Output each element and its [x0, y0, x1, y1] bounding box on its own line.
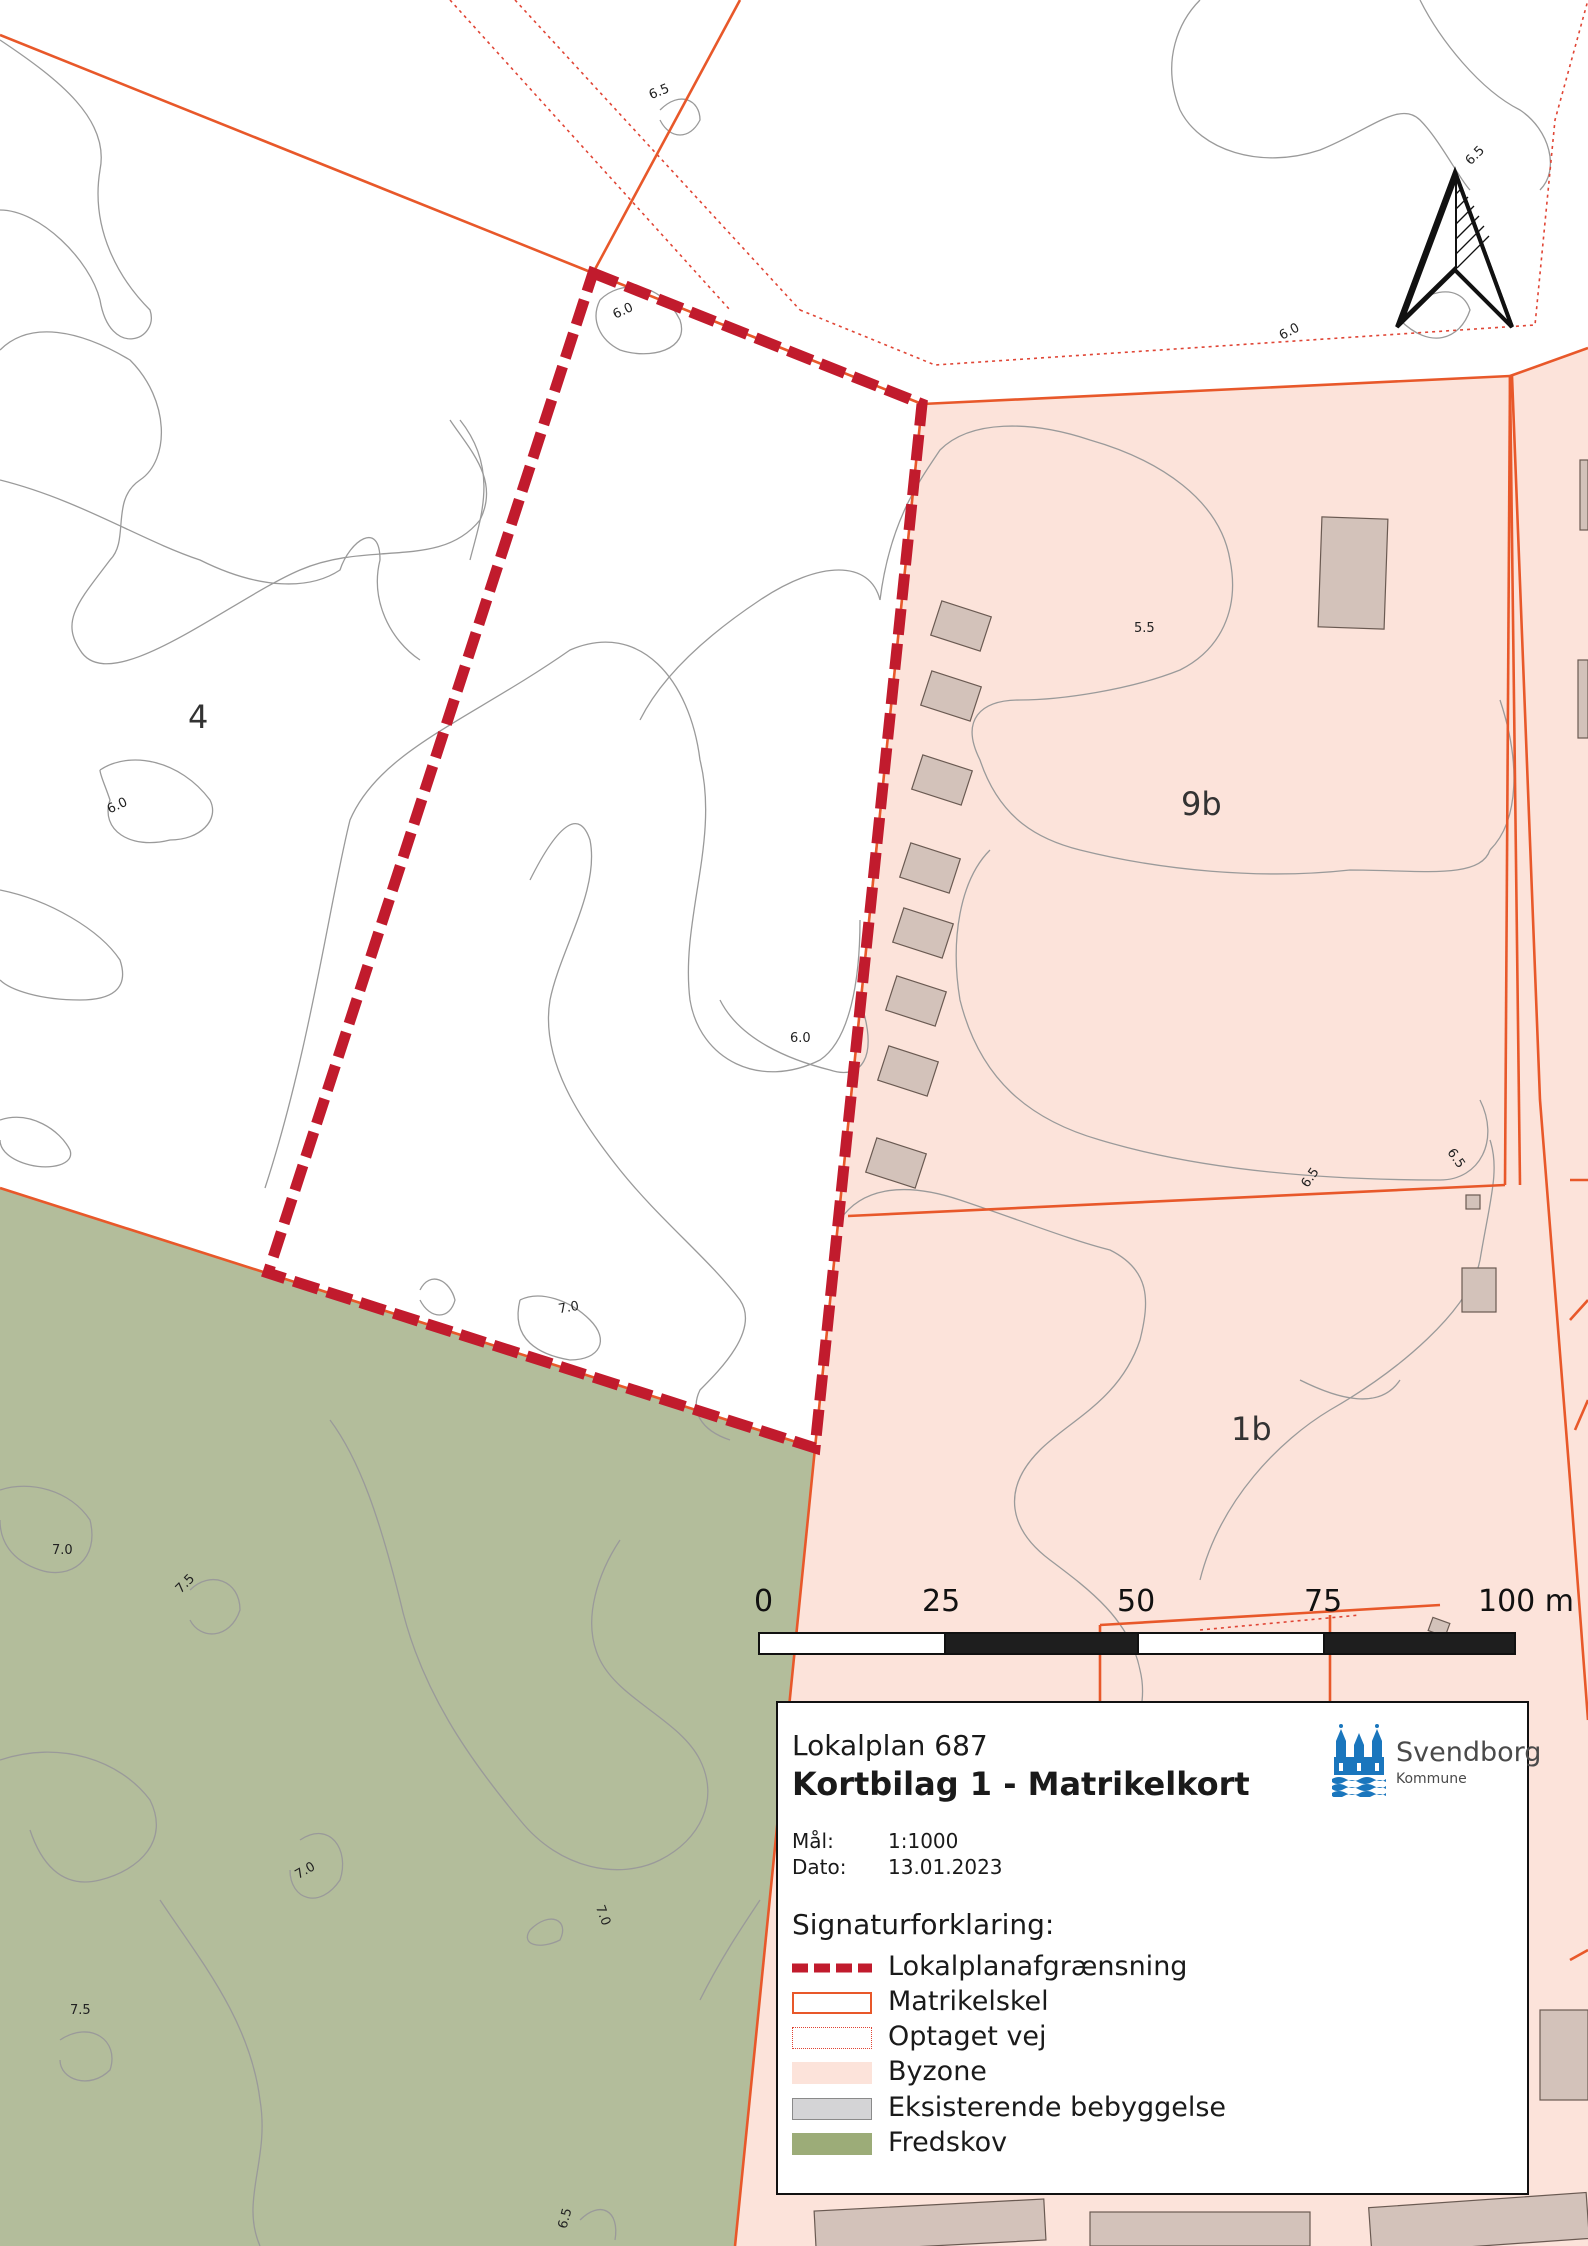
plan-subtitle: Lokalplan 687	[792, 1729, 988, 1762]
castle-logo-icon	[1332, 1724, 1386, 1797]
contour-lines	[0, 0, 1552, 2246]
contour-label: 6.5	[647, 81, 672, 103]
plan-title: Kortbilag 1 - Matrikelkort	[792, 1765, 1250, 1803]
building	[1579, 459, 1588, 531]
north-arrow-icon	[1395, 166, 1514, 329]
date-meta-value: 13.01.2023	[888, 1855, 1003, 1879]
contour-label: 7.0	[592, 1903, 613, 1928]
dashed-red-line-icon	[792, 1963, 872, 1973]
contour-label: 7.0	[557, 1299, 580, 1317]
scale-label: 0	[754, 1584, 773, 1619]
legend-item-fredskov: Fredskov	[792, 2127, 1492, 2159]
building	[919, 670, 983, 722]
legend-item-label: Optaget vej	[888, 2021, 1047, 2052]
scale-label: 75	[1304, 1584, 1342, 1619]
scale-segment	[1323, 1632, 1516, 1655]
date-meta-label: Dato:	[792, 1855, 847, 1879]
buildings	[813, 459, 1588, 2246]
pink-fill-icon	[792, 2062, 872, 2084]
scale-segment	[758, 1632, 946, 1655]
dotted-red-box-icon	[792, 2027, 872, 2049]
parcel-label: 9b	[1181, 785, 1222, 823]
building	[884, 975, 948, 1027]
contour-label: 6.0	[790, 1031, 811, 1046]
scale-meta-label: Mål:	[792, 1829, 834, 1853]
building	[1461, 1267, 1497, 1313]
legend-item-lokalplan: Lokalplanafgrænsning	[792, 1951, 1492, 1983]
building	[891, 907, 955, 959]
legend-item-label: Eksisterende bebyggelse	[888, 2092, 1227, 2123]
building	[898, 842, 962, 894]
logo-subtitle: Kommune	[1396, 1771, 1467, 1787]
building	[1465, 1194, 1481, 1210]
contour-label: 5.5	[1134, 621, 1155, 636]
building	[929, 600, 993, 652]
building	[876, 1045, 940, 1097]
building	[1539, 2009, 1588, 2101]
scale-label: 50	[1117, 1584, 1155, 1619]
building	[1089, 2211, 1311, 2246]
orange-outline-box-icon	[792, 1992, 872, 2014]
legend-item-matrikelskel: Matrikelskel	[792, 1986, 1492, 2018]
legend-item-label: Matrikelskel	[888, 1986, 1049, 2017]
scale-segment	[1137, 1632, 1325, 1655]
lokalplan-boundary	[261, 265, 928, 1456]
grey-fill-icon	[792, 2098, 872, 2120]
legend-item-label: Fredskov	[888, 2127, 1008, 2158]
scale-segment	[944, 1632, 1139, 1655]
scale-meta-value: 1:1000	[888, 1829, 959, 1853]
svendborg-logo: Svendborg Kommune	[1330, 1723, 1541, 1803]
building	[1577, 659, 1588, 739]
legend-item-optaget-vej: Optaget vej	[792, 2021, 1492, 2053]
contour-label: 7.5	[70, 2003, 91, 2018]
scale-label: 100 m	[1478, 1584, 1574, 1619]
building	[910, 754, 974, 806]
parcel-label: 1b	[1231, 1410, 1272, 1448]
fredskov-area	[0, 1188, 815, 2246]
scale-bar: 0 25 50 75 100 m	[754, 1584, 1574, 1655]
legend-item-byzone: Byzone	[792, 2056, 1492, 2088]
legend-item-bebyggelse: Eksisterende bebyggelse	[792, 2092, 1492, 2124]
green-fill-icon	[792, 2133, 872, 2155]
building	[1317, 516, 1389, 630]
parcel-label: 4	[188, 698, 208, 736]
legend-item-label: Lokalplanafgrænsning	[888, 1951, 1188, 1982]
contour-label: 6.5	[556, 2207, 576, 2231]
logo-name: Svendborg	[1396, 1737, 1542, 1768]
legend-item-label: Byzone	[888, 2056, 987, 2087]
contour-label: 7.0	[52, 1543, 73, 1558]
scale-label: 25	[922, 1584, 960, 1619]
building	[864, 1137, 928, 1189]
legend-heading: Signaturforklaring:	[792, 1908, 1055, 1941]
legend-box: Lokalplan 687 Kortbilag 1 - Matrikelkort	[776, 1701, 1541, 2195]
